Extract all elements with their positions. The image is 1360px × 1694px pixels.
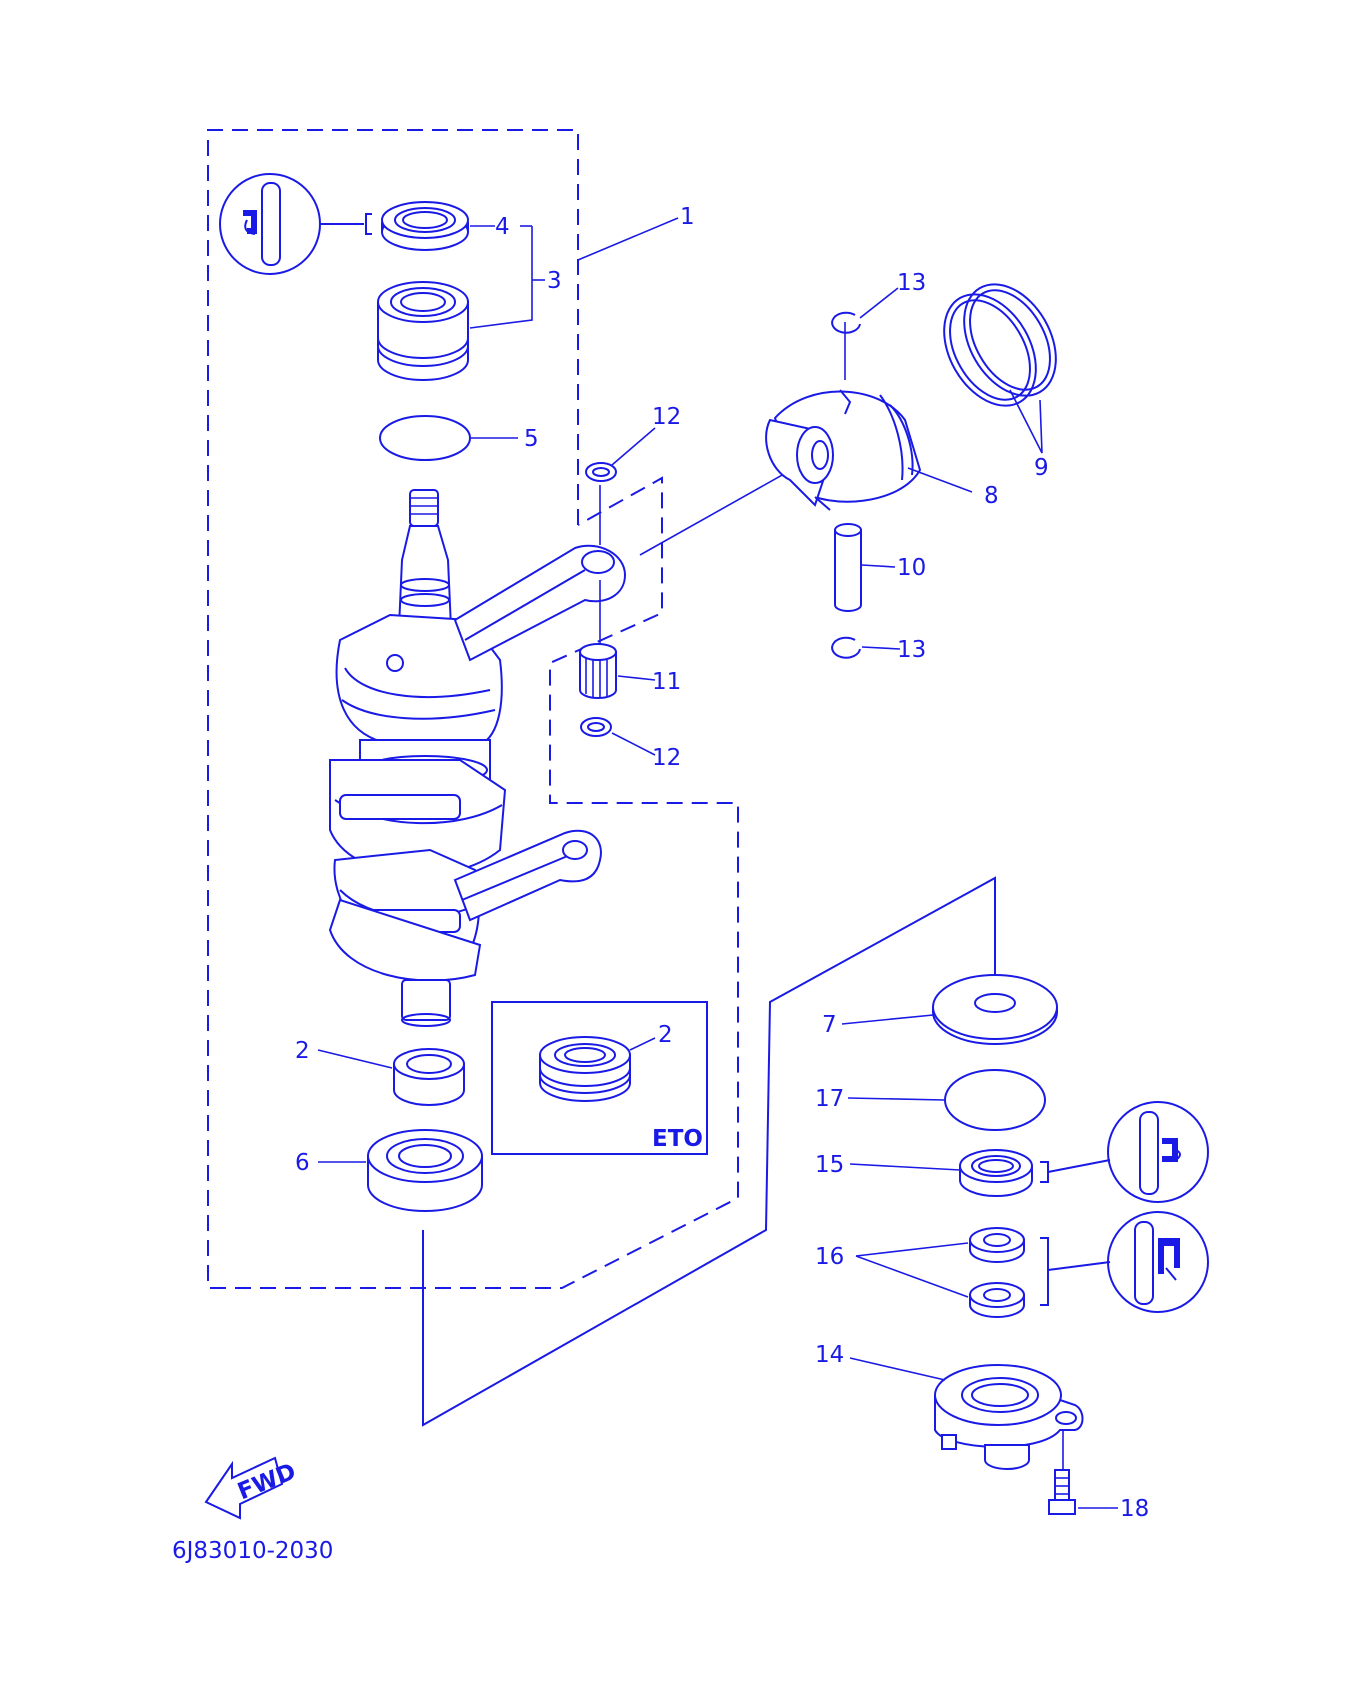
part-10-piston-pin bbox=[834, 523, 862, 612]
callout-10: 10 bbox=[897, 555, 926, 581]
callout-17: 17 bbox=[815, 1086, 844, 1112]
part-13-clip-upper bbox=[831, 311, 861, 334]
callout-3: 3 bbox=[547, 268, 562, 294]
part-17-o-ring bbox=[944, 1069, 1046, 1131]
connecting-rod-upper bbox=[453, 544, 627, 662]
callout-15: 15 bbox=[815, 1152, 844, 1178]
part-18-bolt bbox=[1048, 1469, 1076, 1515]
callout-5: 5 bbox=[524, 426, 539, 452]
callout-7: 7 bbox=[822, 1012, 837, 1038]
callout-16: 16 bbox=[815, 1244, 844, 1270]
callout-8: 8 bbox=[984, 483, 999, 509]
part-7-plate bbox=[932, 974, 1058, 1045]
callout-9: 9 bbox=[1034, 455, 1049, 481]
part-12-washer-upper bbox=[585, 462, 617, 482]
callout-14: 14 bbox=[815, 1342, 844, 1368]
callout-2: 2 bbox=[295, 1038, 310, 1064]
part-9-piston-rings bbox=[943, 283, 1057, 407]
part-14-housing bbox=[934, 1364, 1084, 1470]
part-5-o-ring bbox=[379, 415, 471, 461]
part-11-needle-bearing bbox=[579, 643, 617, 699]
callout-13-lower: 13 bbox=[897, 637, 926, 663]
assembly-leader bbox=[422, 876, 996, 1427]
callout-13-upper: 13 bbox=[897, 270, 926, 296]
part-3-bearing bbox=[377, 281, 469, 381]
callout-12-lower: 12 bbox=[652, 745, 681, 771]
part-8-piston bbox=[765, 389, 922, 511]
callout-18: 18 bbox=[1120, 1496, 1149, 1522]
part-15-oil-seal bbox=[959, 1149, 1033, 1197]
callout-2-eto: 2 bbox=[658, 1022, 673, 1048]
crankshaft bbox=[328, 489, 507, 1027]
crankshaft-assy-boundary bbox=[207, 129, 739, 1289]
part-16-seal-upper bbox=[969, 1227, 1025, 1263]
part-13-clip-lower bbox=[831, 636, 861, 659]
callout-11: 11 bbox=[652, 669, 681, 695]
oil-seal-double-lip-detail-icon bbox=[1107, 1211, 1209, 1313]
diagram-code: 6J83010-2030 bbox=[172, 1538, 333, 1564]
eto-variant-box bbox=[491, 1001, 708, 1155]
callout-6: 6 bbox=[295, 1150, 310, 1176]
eto-label: ETO bbox=[652, 1126, 703, 1152]
callout-4: 4 bbox=[495, 214, 510, 240]
fwd-arrow-icon: FWD bbox=[204, 1456, 300, 1520]
part-6-bearing bbox=[367, 1129, 483, 1212]
oil-seal-lip-detail-icon-15 bbox=[1107, 1101, 1209, 1203]
connecting-rod-lower bbox=[453, 829, 602, 922]
part-16-seal-lower bbox=[969, 1282, 1025, 1318]
part-2-bearing bbox=[393, 1048, 465, 1106]
part-2-bearing-eto bbox=[539, 1036, 631, 1102]
part-12-washer-lower bbox=[580, 717, 612, 737]
part-4-oil-seal bbox=[381, 201, 469, 251]
callout-line-1 bbox=[577, 217, 679, 261]
callout-1: 1 bbox=[680, 204, 695, 230]
oil-seal-lip-detail-icon bbox=[219, 173, 372, 275]
callout-12-upper: 12 bbox=[652, 404, 681, 430]
